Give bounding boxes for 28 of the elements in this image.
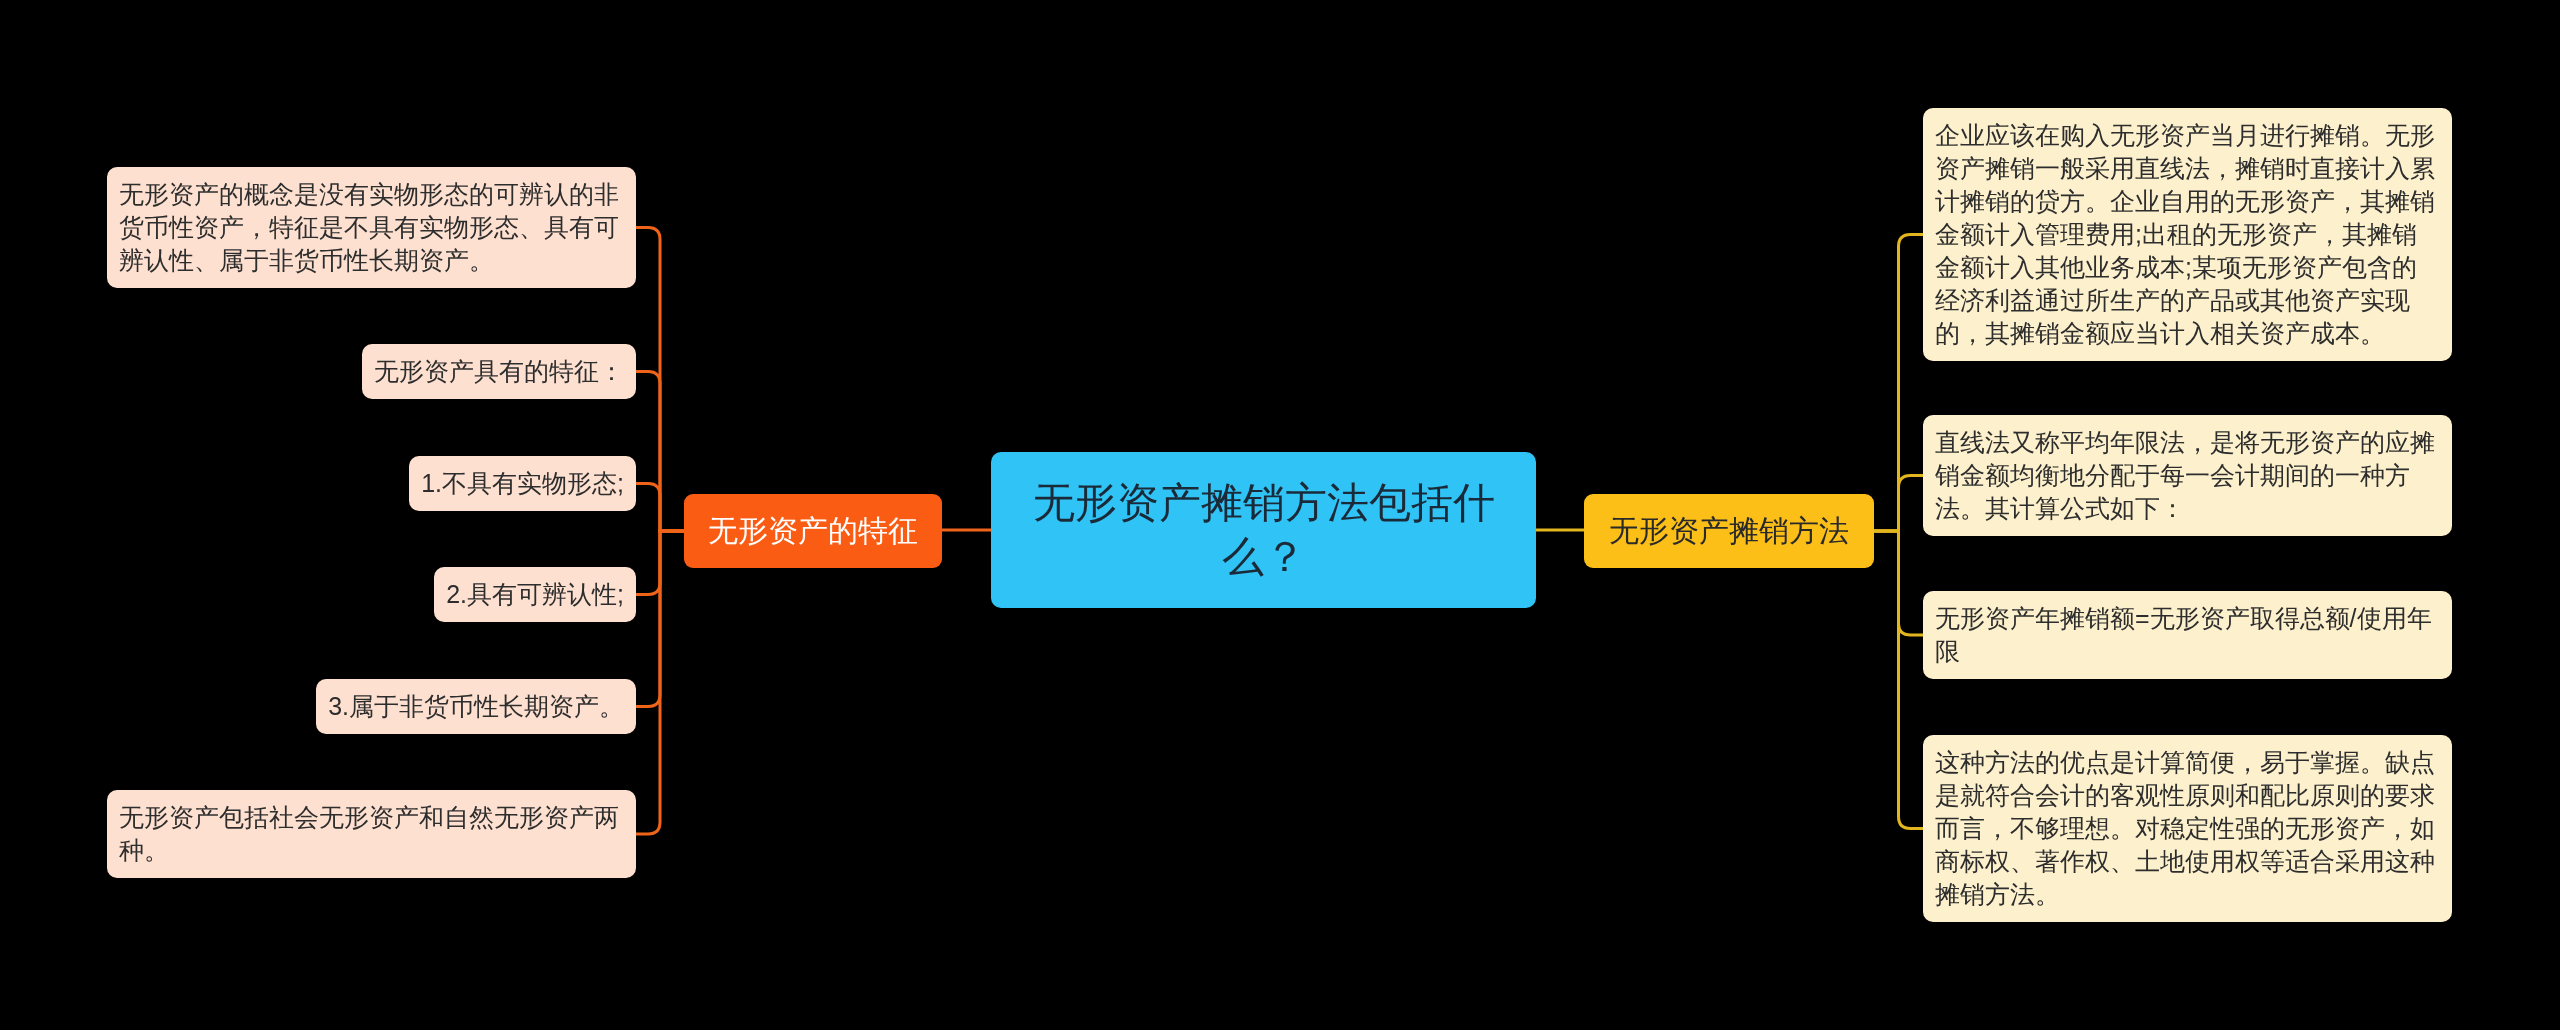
note-text: 无形资产具有的特征：: [374, 356, 624, 387]
note-text: 3.属于非货币性长期资产。: [328, 691, 624, 722]
connector-line: [1874, 529, 1923, 830]
note-text: 1.不具有实物形态;: [421, 468, 624, 499]
branch-box: [684, 494, 942, 568]
branch-label: 无形资产的特征: [707, 513, 919, 549]
note-box: [1923, 591, 2452, 679]
note-text: 企业应该在购入无形资产当月进行摊销。无形资产摊销一般采用直线法，摊销时直接计入累计摊销的贷方。企业自用的无形资产，其摊销金额计入管理费用;出租的无形资产，其摊销金额计入其他业务成本;某项无形资产包含的经济利益通过所生产的产品或其他资产实现的，其摊销金额应当计入相关资产成本。: [1935, 120, 2436, 349]
note-text: 直线法又称平均年限法，是将无形资产的应摊销金额均衡地分配于每一会计期间的一种方法。其计算公式如下：: [1935, 427, 2436, 524]
branch-label: 无形资产摊销方法: [1608, 513, 1850, 549]
note-box: [1923, 735, 2452, 922]
note-box: [434, 567, 636, 622]
branch-box: [1584, 494, 1874, 568]
note-text: 无形资产包括社会无形资产和自然无形资产两种。: [119, 802, 620, 866]
note-text: 无形资产年摊销额=无形资产取得总额/使用年限: [1935, 603, 2433, 667]
note-text: 2.具有可辨认性;: [446, 579, 624, 610]
note-text: 这种方法的优点是计算简便，易于掌握。缺点是就符合会计的客观性原则和配比原则的要求而言，不够理想。对稳定性强的无形资产，如商标权、著作权、土地使用权等适合采用这种摊销方法。: [1935, 747, 2436, 910]
note-box: [316, 679, 636, 734]
topic-text: 无形资产摊销方法包括什么？: [1031, 478, 1496, 582]
connector-line: [942, 528, 991, 532]
note-box: [107, 167, 636, 288]
note-box: [409, 456, 636, 511]
note-text: 无形资产的概念是没有实物形态的可辨认的非货币性资产，特征是不具有实物形态、具有可辨认性、属于非货币性长期资产。: [119, 179, 620, 276]
note-box: [107, 790, 636, 878]
central-topic-box: [991, 452, 1536, 608]
note-box: [362, 344, 636, 399]
connector-line: [1536, 528, 1584, 532]
note-box: [1923, 415, 2452, 536]
